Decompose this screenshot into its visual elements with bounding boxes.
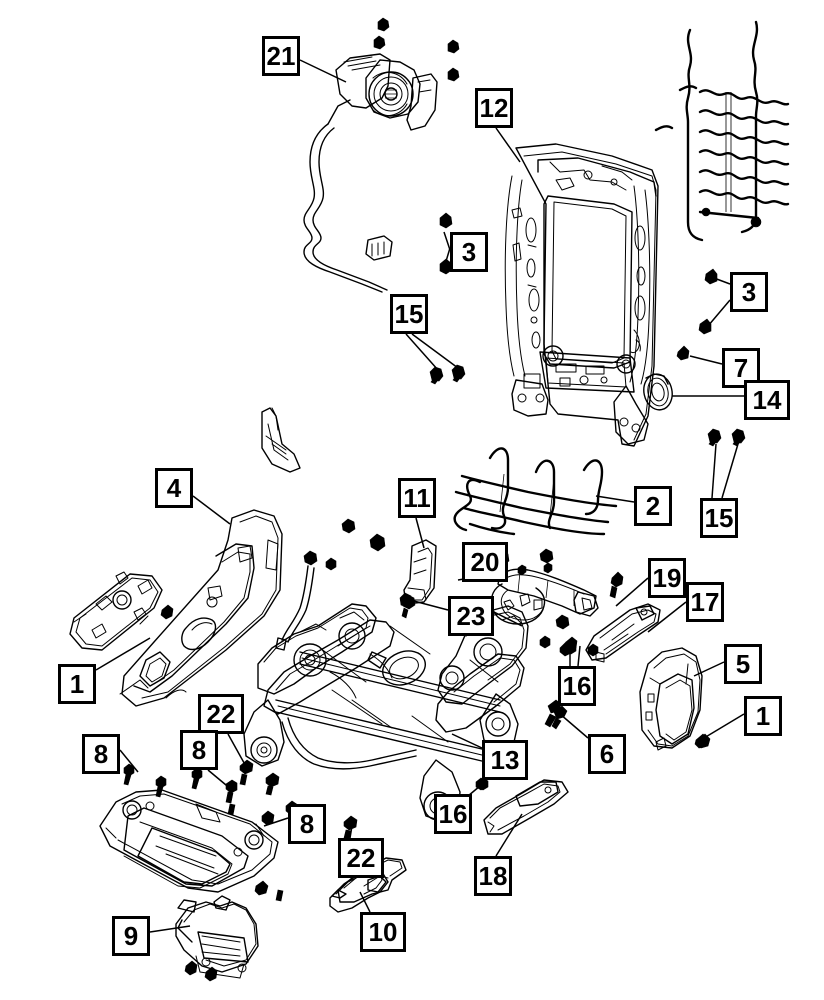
callout-12[interactable]: 12 (475, 88, 513, 128)
part-bracket-11 (403, 539, 437, 605)
fastener-group-3a (439, 212, 453, 275)
part-rear-track-bracket (483, 779, 569, 835)
callout-5[interactable]: 5 (724, 644, 762, 684)
fastener-group-3b (698, 268, 718, 335)
callout-18[interactable]: 18 (474, 856, 512, 896)
callout-14[interactable]: 14 (744, 380, 790, 420)
callout-3-upper[interactable]: 3 (450, 232, 488, 272)
callout-15-lower[interactable]: 15 (700, 498, 738, 538)
fastener-group-15b (707, 428, 746, 447)
callout-19[interactable]: 19 (648, 558, 686, 598)
callout-1-right[interactable]: 1 (744, 696, 782, 736)
leader-lines (95, 59, 745, 933)
callout-15-upper[interactable]: 15 (390, 294, 428, 334)
callout-9[interactable]: 9 (112, 916, 150, 956)
fastener-22a (239, 759, 254, 786)
part-bracket-upper (261, 407, 301, 473)
callout-8-right[interactable]: 8 (288, 804, 326, 844)
callout-1-left[interactable]: 1 (58, 664, 96, 704)
callout-2[interactable]: 2 (634, 486, 672, 526)
callout-11[interactable]: 11 (398, 478, 436, 518)
part-trim-panel-left (69, 571, 174, 651)
callout-16-upper[interactable]: 16 (558, 666, 596, 706)
fastener-6 (544, 699, 562, 728)
part-recliner-motor (303, 17, 460, 293)
fastener-22b (343, 815, 358, 840)
part-inboard-shield-cover (639, 647, 703, 751)
part-track-cover-rail (585, 603, 661, 663)
callout-13[interactable]: 13 (482, 740, 528, 780)
callout-8-left[interactable]: 8 (82, 734, 120, 774)
callout-7[interactable]: 7 (722, 348, 760, 388)
callout-3-right[interactable]: 3 (730, 272, 768, 312)
callout-22-upper[interactable]: 22 (198, 694, 244, 734)
part-cushion-wire-springs (453, 447, 618, 536)
fastener-7 (676, 345, 690, 361)
callout-16-lower[interactable]: 16 (434, 794, 472, 834)
callout-10[interactable]: 10 (360, 912, 406, 952)
cable-strap (281, 565, 309, 641)
callout-21[interactable]: 21 (262, 36, 300, 76)
fastener-group-center (303, 518, 416, 619)
callout-4[interactable]: 4 (155, 468, 193, 508)
part-seat-track-assembly (243, 603, 529, 823)
part-side-shield-outboard (119, 509, 283, 707)
callout-8-mid[interactable]: 8 (180, 730, 218, 770)
callout-17[interactable]: 17 (686, 582, 724, 622)
callout-22-lower[interactable]: 22 (338, 838, 384, 878)
callout-20[interactable]: 20 (462, 542, 508, 582)
part-seat-back-frame (504, 143, 673, 447)
callout-6[interactable]: 6 (588, 734, 626, 774)
callout-23[interactable]: 23 (448, 596, 494, 636)
part-seat-back-suspension-wire (654, 20, 790, 242)
fastener-group-15a (429, 364, 466, 385)
part-cushion-pan-frame (99, 789, 279, 893)
part-height-adjuster-motor (175, 895, 259, 979)
fastener-group-8 (123, 763, 299, 982)
